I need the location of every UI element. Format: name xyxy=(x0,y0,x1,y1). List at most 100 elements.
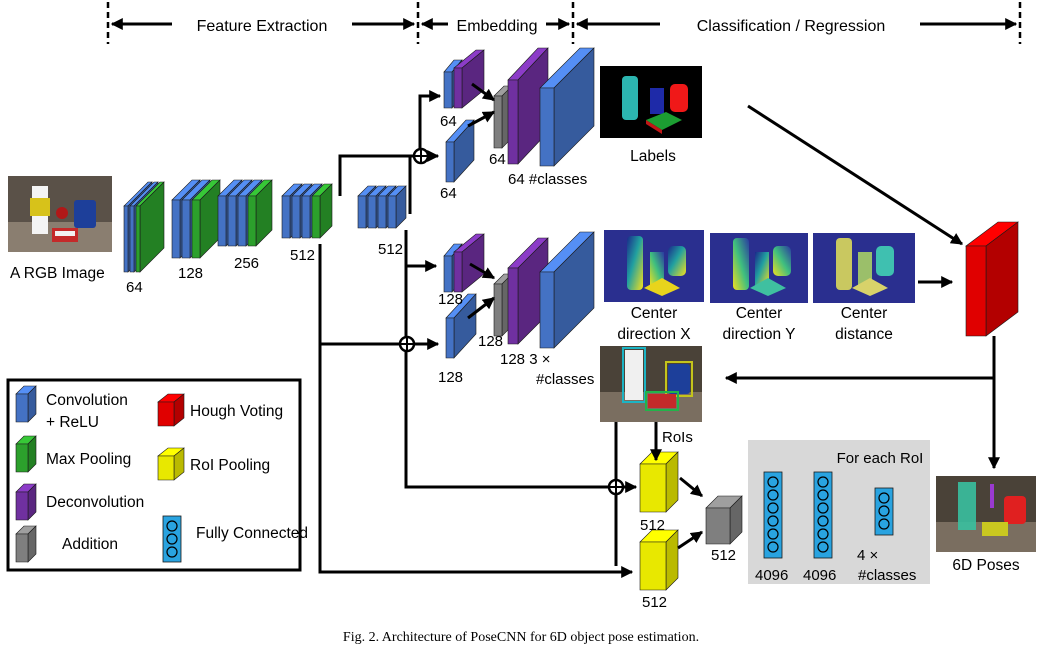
conv-layer xyxy=(367,195,377,229)
vertex-branch xyxy=(443,231,595,359)
header-feature-extraction: Feature Extraction xyxy=(197,18,328,35)
neuron-icon xyxy=(878,518,890,530)
center-maps xyxy=(604,230,915,303)
legend-relu: + ReLU xyxy=(46,414,99,431)
fc-columns xyxy=(763,471,894,559)
caption-dist-line2: distance xyxy=(835,326,893,343)
backbone-label-256: 256 xyxy=(234,255,259,272)
seg-label-64a: 64 xyxy=(440,113,457,130)
neuron-icon xyxy=(166,520,178,532)
connector xyxy=(467,110,496,128)
seg-label-64b: 64 xyxy=(440,185,457,202)
backbone-label-512a: 512 xyxy=(290,247,315,264)
connector xyxy=(471,82,495,102)
sum-node-icon xyxy=(398,335,416,353)
input-label: A RGB Image xyxy=(10,265,105,282)
legend-addition: Addition xyxy=(62,536,118,553)
conv-layer xyxy=(445,141,455,183)
segmentation-branch xyxy=(443,47,595,183)
deconv-layer xyxy=(507,79,519,165)
conv-layer xyxy=(181,199,191,259)
vertex-label-128b: 128 xyxy=(438,369,463,386)
conv-layer xyxy=(281,195,291,239)
center-direction-y-map xyxy=(710,233,808,303)
figure-caption: Fig. 2. Architecture of PoseCNN for 6D o… xyxy=(343,630,699,645)
roi-add-label: 512 xyxy=(711,547,736,564)
maxpool-layer xyxy=(247,195,257,247)
header-classification: Classification / Regression xyxy=(697,18,886,35)
neuron-icon xyxy=(817,541,829,553)
labels-image xyxy=(600,66,702,138)
fc-label-classes: #classes xyxy=(858,567,916,584)
legend-conv: Convolution xyxy=(46,392,128,409)
caption-dirx-line1: Center xyxy=(631,305,678,322)
conv-layer xyxy=(171,199,181,259)
conv-layer xyxy=(387,195,397,229)
conv-layer xyxy=(443,71,453,109)
roi-pooling-layer xyxy=(639,463,667,513)
caption-dist-line1: Center xyxy=(841,305,888,322)
connector xyxy=(467,296,495,320)
seg-label-64c: 64 xyxy=(489,151,506,168)
legend-addition-icon xyxy=(15,533,29,563)
legend-roipool-icon xyxy=(157,455,175,481)
neuron-icon xyxy=(817,515,829,527)
vertex-label-128a: 128 xyxy=(438,291,463,308)
center-direction-x-map xyxy=(604,230,704,302)
conv-layer xyxy=(301,195,311,239)
hough-voting-layer xyxy=(965,221,1019,337)
output-pose-image xyxy=(936,476,1036,552)
header: Feature Extraction Embedding Classificat… xyxy=(106,2,1022,44)
legend-conv-icon xyxy=(15,393,29,423)
neuron-icon xyxy=(767,528,779,540)
connector xyxy=(469,262,496,280)
connector xyxy=(318,344,634,578)
neuron-icon xyxy=(878,505,890,517)
connector xyxy=(747,104,964,246)
conv-layer xyxy=(445,317,455,359)
neuron-icon xyxy=(878,492,890,504)
legend-hough: Hough Voting xyxy=(190,403,283,420)
legend-maxpool-icon xyxy=(15,443,29,473)
connector xyxy=(338,154,420,196)
neuron-icon xyxy=(817,489,829,501)
hough-voting-layer xyxy=(965,245,987,337)
backbone-label-64: 64 xyxy=(126,279,143,296)
deconv-layer xyxy=(507,267,519,345)
connector xyxy=(679,476,703,498)
vertex-label-classes-a: 128 3 × xyxy=(500,351,550,368)
neuron-icon xyxy=(166,533,178,545)
neuron-icon xyxy=(817,528,829,540)
legend-hough-icon xyxy=(157,401,175,427)
fc-panel-title: For each RoI xyxy=(837,450,924,467)
legend-fc: Fully Connected xyxy=(196,525,308,542)
legend-maxpool: Max Pooling xyxy=(46,451,131,468)
labels-caption: Labels xyxy=(630,148,676,165)
neuron-icon xyxy=(767,476,779,488)
maxpool-layer xyxy=(191,199,201,259)
vertex-label-128c: 128 xyxy=(478,333,503,350)
caption-diry-line2: direction Y xyxy=(723,326,796,343)
sum-node-icon xyxy=(607,478,625,496)
conv-layer xyxy=(443,255,453,293)
fc-label-4x: 4 × xyxy=(857,547,878,564)
conv-layer xyxy=(123,205,129,273)
input-image xyxy=(8,176,112,252)
neuron-icon xyxy=(767,489,779,501)
legend-deconv: Deconvolution xyxy=(46,494,144,511)
maxpool-layer xyxy=(135,205,141,273)
backbone-label-512b: 512 xyxy=(378,241,403,258)
roi-pool-label-top: 512 xyxy=(640,517,665,534)
fc-label-4096a: 4096 xyxy=(755,567,788,584)
conv-layer xyxy=(129,205,135,273)
sum-nodes xyxy=(398,147,625,496)
roi-pooling-layer xyxy=(639,541,667,591)
connector xyxy=(677,530,703,550)
roi-pooling-blocks xyxy=(639,451,743,591)
backbone-label-128: 128 xyxy=(178,265,203,282)
connector xyxy=(318,244,440,350)
conv-layer xyxy=(217,195,227,247)
neuron-icon xyxy=(767,502,779,514)
deconv-layer xyxy=(453,251,463,293)
